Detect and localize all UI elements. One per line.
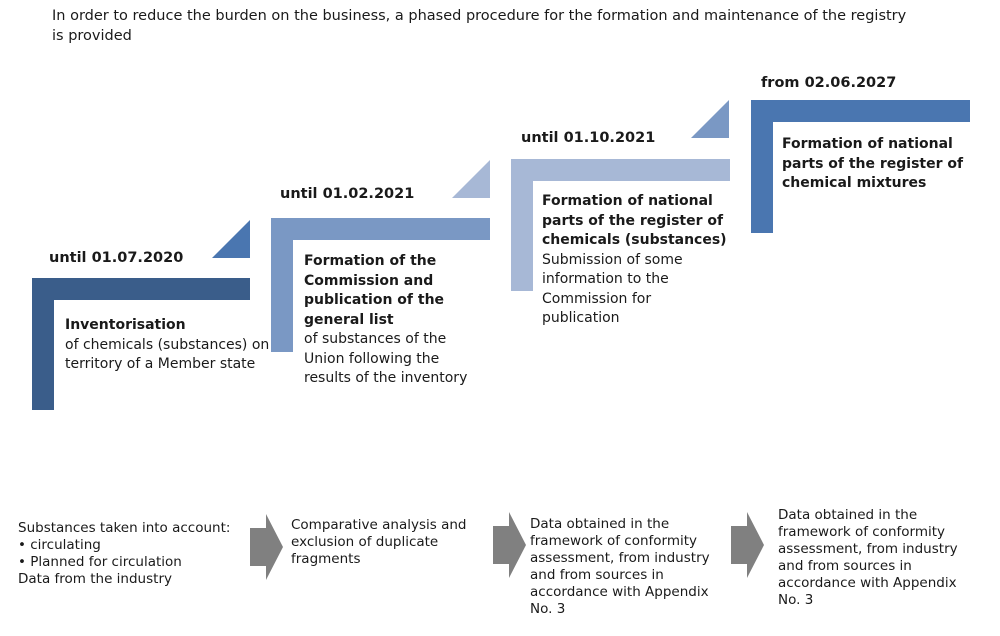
- step-3-text: Formation of national parts of the regis…: [542, 192, 757, 329]
- step-2-text: Formation of the Commission and publicat…: [304, 252, 479, 389]
- step-4-title: Formation of national parts of the regis…: [782, 136, 964, 191]
- step-4-post: [751, 100, 773, 233]
- source-1-line: Data from the industry: [18, 571, 172, 587]
- source-1: Substances taken into account: • circula…: [18, 520, 258, 588]
- source-1-line: • Planned for circulation: [18, 554, 182, 570]
- arrow-right-icon: [493, 512, 526, 578]
- step-3-triangle: [691, 100, 729, 138]
- step-2-desc: of substances of the Union following the…: [304, 331, 468, 386]
- step-2-date: until 01.02.2021: [280, 186, 415, 202]
- step-1-post: [32, 278, 54, 410]
- step-2-triangle: [452, 160, 490, 198]
- step-1-text: Inventorisation of chemicals (substances…: [65, 316, 280, 375]
- step-1-desc: of chemicals (substances) on territory o…: [65, 336, 270, 373]
- source-3: Data obtained in the framework of confor…: [530, 516, 710, 617]
- step-1-triangle: [212, 220, 250, 258]
- step-3-bar: [511, 159, 730, 181]
- step-3-post: [511, 159, 533, 291]
- step-1-date: until 01.07.2020: [49, 250, 184, 266]
- step-4-bar: [751, 100, 970, 122]
- intro-text: In order to reduce the burden on the bus…: [52, 8, 907, 44]
- source-4: Data obtained in the framework of confor…: [778, 507, 958, 608]
- arrow-right-icon: [731, 512, 764, 578]
- source-2: Comparative analysis and exclusion of du…: [291, 517, 467, 567]
- step-4-date: from 02.06.2027: [761, 75, 897, 91]
- step-3-title: Formation of national parts of the regis…: [542, 193, 727, 248]
- step-2-post: [271, 218, 293, 352]
- step-1-title: Inventorisation: [65, 317, 186, 333]
- step-1-bar: [32, 278, 250, 300]
- arrow-right-icon: [250, 514, 283, 580]
- step-3-desc: Submission of some information to the Co…: [542, 251, 683, 327]
- source-1-line: Substances taken into account:: [18, 520, 231, 536]
- source-1-line: • circulating: [18, 537, 101, 553]
- step-2-bar: [271, 218, 490, 240]
- step-2-title: Formation of the Commission and publicat…: [304, 253, 445, 328]
- step-3-date: until 01.10.2021: [521, 130, 656, 146]
- step-4-text: Formation of national parts of the regis…: [782, 135, 982, 194]
